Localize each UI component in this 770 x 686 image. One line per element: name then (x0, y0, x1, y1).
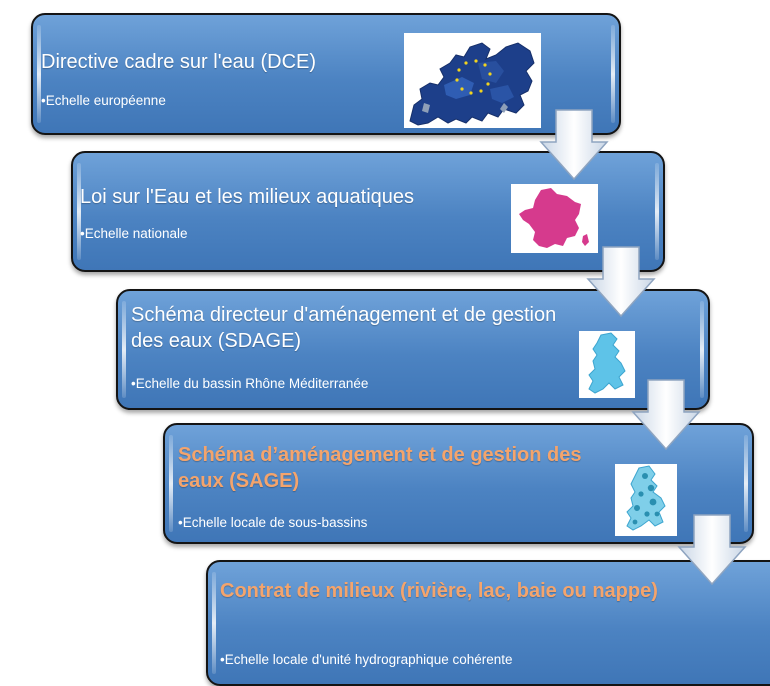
europe-map-icon (404, 33, 541, 128)
level-box-sage: Schéma d’aménagement et de gestion des e… (163, 423, 754, 544)
level-subtitle-dce: •Echelle européenne (41, 93, 166, 108)
level-title-sage: Schéma d’aménagement et de gestion des e… (178, 444, 582, 492)
level-box-dce: Directive cadre sur l'eau (DCE) •Echelle… (31, 13, 621, 135)
level-subtitle-contrat: •Echelle locale d'unité hydrographique c… (220, 652, 513, 667)
down-arrow-1 (539, 109, 609, 181)
level-title-loi-eau: Loi sur l'Eau et les milieux aquatiques (80, 186, 415, 208)
level-title-sdage: Schéma directeur d'aménagement et de ges… (131, 304, 557, 352)
france-map-icon (511, 184, 598, 253)
level-box-sdage: Schéma directeur d'aménagement et de ges… (116, 289, 710, 410)
level-title-contrat: Contrat de milieux (rivière, lac, baie o… (220, 580, 658, 602)
rhone-basin-map-icon (579, 331, 635, 398)
level-box-loi-eau: Loi sur l'Eau et les milieux aquatiques … (71, 151, 665, 272)
down-arrow-2 (586, 246, 656, 318)
level-box-contrat: Contrat de milieux (rivière, lac, baie o… (206, 560, 770, 686)
level-subtitle-loi-eau: •Echelle nationale (80, 226, 188, 241)
level-title-dce: Directive cadre sur l'eau (DCE) (41, 51, 317, 73)
down-arrow-4 (677, 514, 747, 586)
down-arrow-3 (631, 379, 701, 451)
sub-basins-map-icon (615, 464, 677, 536)
level-subtitle-sage: •Echelle locale de sous-bassins (178, 515, 368, 530)
level-subtitle-sdage: •Echelle du bassin Rhône Méditerranée (131, 376, 369, 391)
